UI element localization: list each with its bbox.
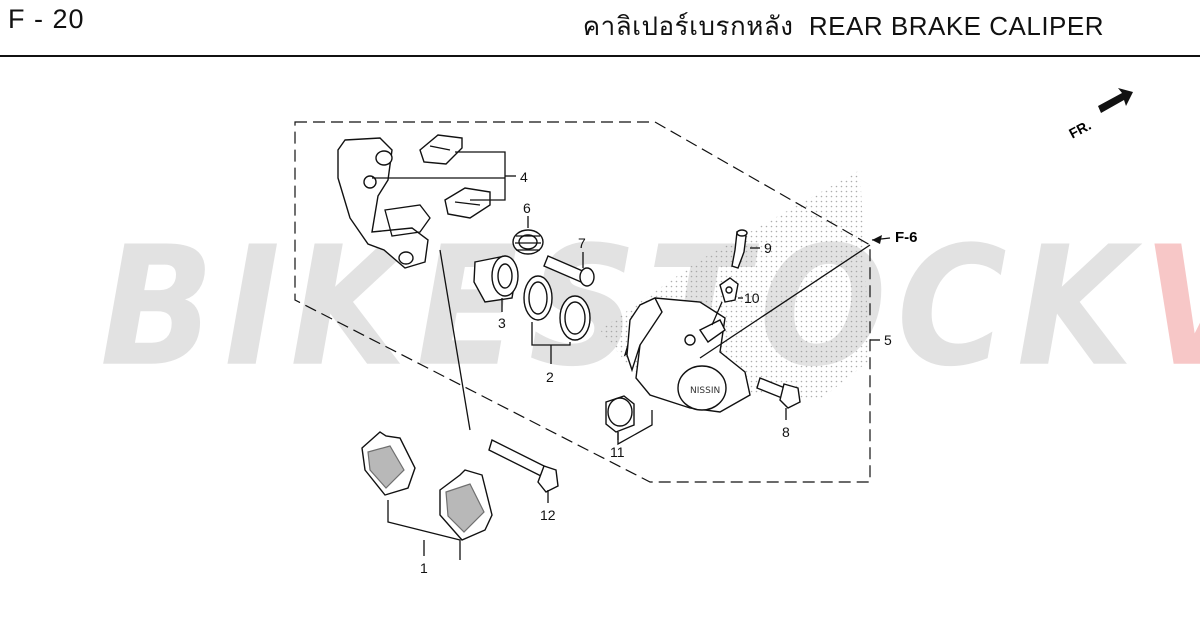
callout-2: 2 bbox=[546, 369, 554, 385]
brake-pad-outer bbox=[439, 469, 493, 541]
callouts: 1 2 3 4 5 6 7 8 9 10 11 12 bbox=[420, 169, 892, 576]
callout-12: 12 bbox=[540, 507, 556, 523]
bleed-cap bbox=[719, 277, 739, 303]
piston-seal bbox=[523, 275, 553, 321]
dust-seal bbox=[559, 295, 591, 341]
callout-3: 3 bbox=[498, 315, 506, 331]
caliper-bracket bbox=[337, 137, 505, 269]
front-direction-arrow: FR. bbox=[1066, 88, 1133, 142]
callout-5: 5 bbox=[884, 332, 892, 348]
brake-pad-inner bbox=[361, 431, 416, 496]
page-code: F - 20 bbox=[8, 4, 85, 34]
assembly-outline bbox=[294, 121, 871, 483]
leader-5 bbox=[699, 244, 871, 359]
pad-pin bbox=[488, 439, 559, 493]
callout-9: 9 bbox=[764, 240, 772, 256]
caliper-body: NISSIN bbox=[623, 297, 751, 413]
callout-11: 11 bbox=[610, 444, 625, 460]
reference-label: F-6 bbox=[895, 229, 918, 246]
piston bbox=[473, 255, 519, 303]
reference-f6: F-6 bbox=[871, 229, 918, 246]
callout-8: 8 bbox=[782, 424, 790, 440]
pin-leader bbox=[439, 249, 471, 431]
pad-spring-upper bbox=[419, 134, 463, 165]
leader-1 bbox=[387, 500, 461, 560]
callout-6: 6 bbox=[523, 200, 531, 216]
boot bbox=[512, 229, 544, 255]
pad-spring-lower bbox=[444, 187, 491, 219]
callout-10: 10 bbox=[744, 290, 760, 306]
callout-4: 4 bbox=[520, 169, 528, 185]
pin-boot bbox=[605, 395, 635, 433]
pin-bolt bbox=[543, 255, 595, 287]
callout-7: 7 bbox=[578, 235, 586, 251]
front-indicator-label: FR. bbox=[1066, 117, 1093, 142]
page-title: คาลิเปอร์เบรกหลัง REAR BRAKE CALIPER bbox=[582, 11, 1104, 41]
callout-1: 1 bbox=[420, 560, 428, 576]
header-divider bbox=[0, 55, 1200, 57]
caliper-bolt bbox=[756, 377, 801, 409]
bleed-screw bbox=[731, 229, 748, 269]
svg-text:NISSIN: NISSIN bbox=[690, 386, 720, 396]
